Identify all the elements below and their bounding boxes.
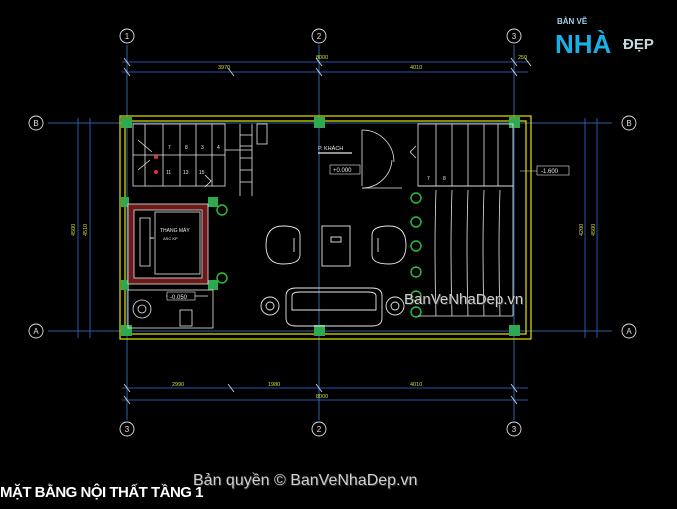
right-stair-num-1: 7 [427, 176, 430, 182]
axis-bottom-2: 2 [317, 425, 322, 434]
level-box-landing [536, 165, 570, 176]
elevator-sub-label: ASC KP [163, 236, 178, 241]
stair-num-3: 3 [201, 145, 204, 151]
living-furniture [260, 225, 407, 327]
level-box-pit [166, 291, 196, 301]
level-landing: -1.600 [541, 169, 559, 175]
stair-num-7: 15 [199, 170, 205, 176]
axis-left-b: B [33, 119, 38, 128]
axis-right-b: B [626, 119, 631, 128]
axis-top-2: 2 [317, 32, 322, 41]
dim-left-1: 4500 [71, 224, 77, 236]
dim-bottom-seg-2: 1980 [268, 382, 280, 388]
columns [121, 117, 520, 336]
dim-bottom-seg-3: 4010 [410, 382, 422, 388]
dim-top-total: 8000 [316, 55, 328, 61]
axis-left-a: A [33, 327, 39, 336]
site-logo: BẢN VẼ NHÀ ĐẸP [553, 15, 665, 65]
stair-marks [154, 155, 158, 174]
stair-num-6: 13 [183, 170, 189, 176]
dimension-lines [77, 61, 598, 401]
logo-sub-text: ĐẸP [623, 36, 654, 53]
doors [361, 129, 417, 189]
plants [216, 192, 422, 318]
level-box-floor [329, 164, 361, 175]
outer-walls [119, 115, 532, 340]
level-floor: +0.000 [333, 168, 352, 174]
axis-right-a: A [626, 327, 632, 336]
left-stair [132, 123, 268, 196]
dim-right-1: 4200 [579, 224, 585, 236]
elevator-label: THANG MÁY [160, 227, 190, 234]
watermark-bottom: Bản quyền © BanVeNhaDep.vn [193, 472, 418, 489]
watermark-right: BanVeNhaDep.vn [404, 291, 524, 308]
elevator-shaft [127, 203, 209, 285]
dimension-ticks [123, 57, 532, 405]
dim-bottom-seg-1: 2990 [172, 382, 184, 388]
stair-num-5: 11 [166, 170, 171, 176]
axis-top-3: 3 [512, 32, 517, 41]
stair-num-4: 4 [217, 145, 220, 151]
stair-numbers: 7 8 3 4 11 13 15 [166, 145, 220, 176]
stair-num-1: 7 [168, 145, 171, 151]
dim-bottom-total: 8000 [316, 394, 328, 400]
axis-bottom-1: 3 [125, 425, 130, 434]
right-stair-num-2: 8 [443, 176, 446, 182]
dim-right-2: 4500 [591, 224, 597, 236]
dim-top-seg-3: 250 [518, 55, 527, 61]
stair-num-2: 8 [185, 145, 188, 151]
level-pit: -0.050 [170, 295, 188, 301]
drawing-title: MẶT BẰNG NỘI THẤT TẦNG 1 [0, 484, 204, 501]
dim-left-2: 4510 [83, 224, 89, 236]
right-stair [417, 123, 514, 317]
axis-bubbles [28, 28, 637, 437]
logo-top-text: BẢN VẼ [557, 17, 588, 26]
axis-top-1: 1 [125, 32, 130, 41]
dim-top-seg-2: 4010 [410, 65, 422, 71]
dimension-labels: 8000 3970 4010 250 2990 1980 4010 8000 4… [71, 55, 597, 400]
logo-main-text: NHÀ [555, 29, 612, 59]
room-living-label: P. KHÁCH [318, 145, 343, 152]
dim-top-seg-1: 3970 [218, 65, 230, 71]
axis-bottom-3: 3 [512, 425, 517, 434]
